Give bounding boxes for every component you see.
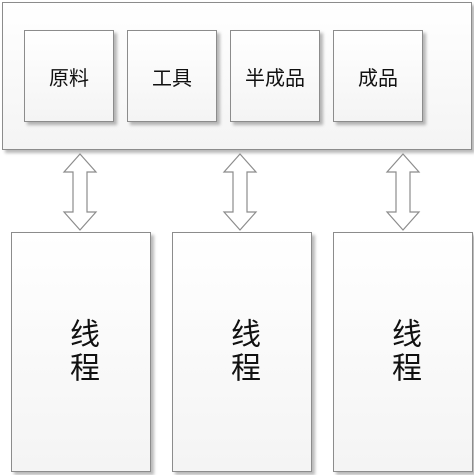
item-label: 原料 [49, 65, 89, 90]
item-label: 成品 [358, 65, 398, 90]
item-label: 半成品 [245, 65, 305, 90]
thread-3: 线程 [333, 232, 473, 472]
item-raw-material: 原料 [24, 30, 114, 122]
item-label: 工具 [152, 65, 192, 90]
item-tools: 工具 [127, 30, 217, 122]
thread-label: 线程 [225, 318, 260, 386]
item-finished: 成品 [333, 30, 423, 122]
double-arrow-2 [222, 153, 258, 231]
item-semi-finished: 半成品 [230, 30, 320, 122]
thread-label: 线程 [386, 318, 421, 386]
thread-label: 线程 [64, 318, 99, 386]
double-arrow-3 [385, 153, 421, 231]
thread-1: 线程 [11, 232, 151, 472]
double-arrow-1 [62, 153, 98, 231]
thread-2: 线程 [172, 232, 312, 472]
